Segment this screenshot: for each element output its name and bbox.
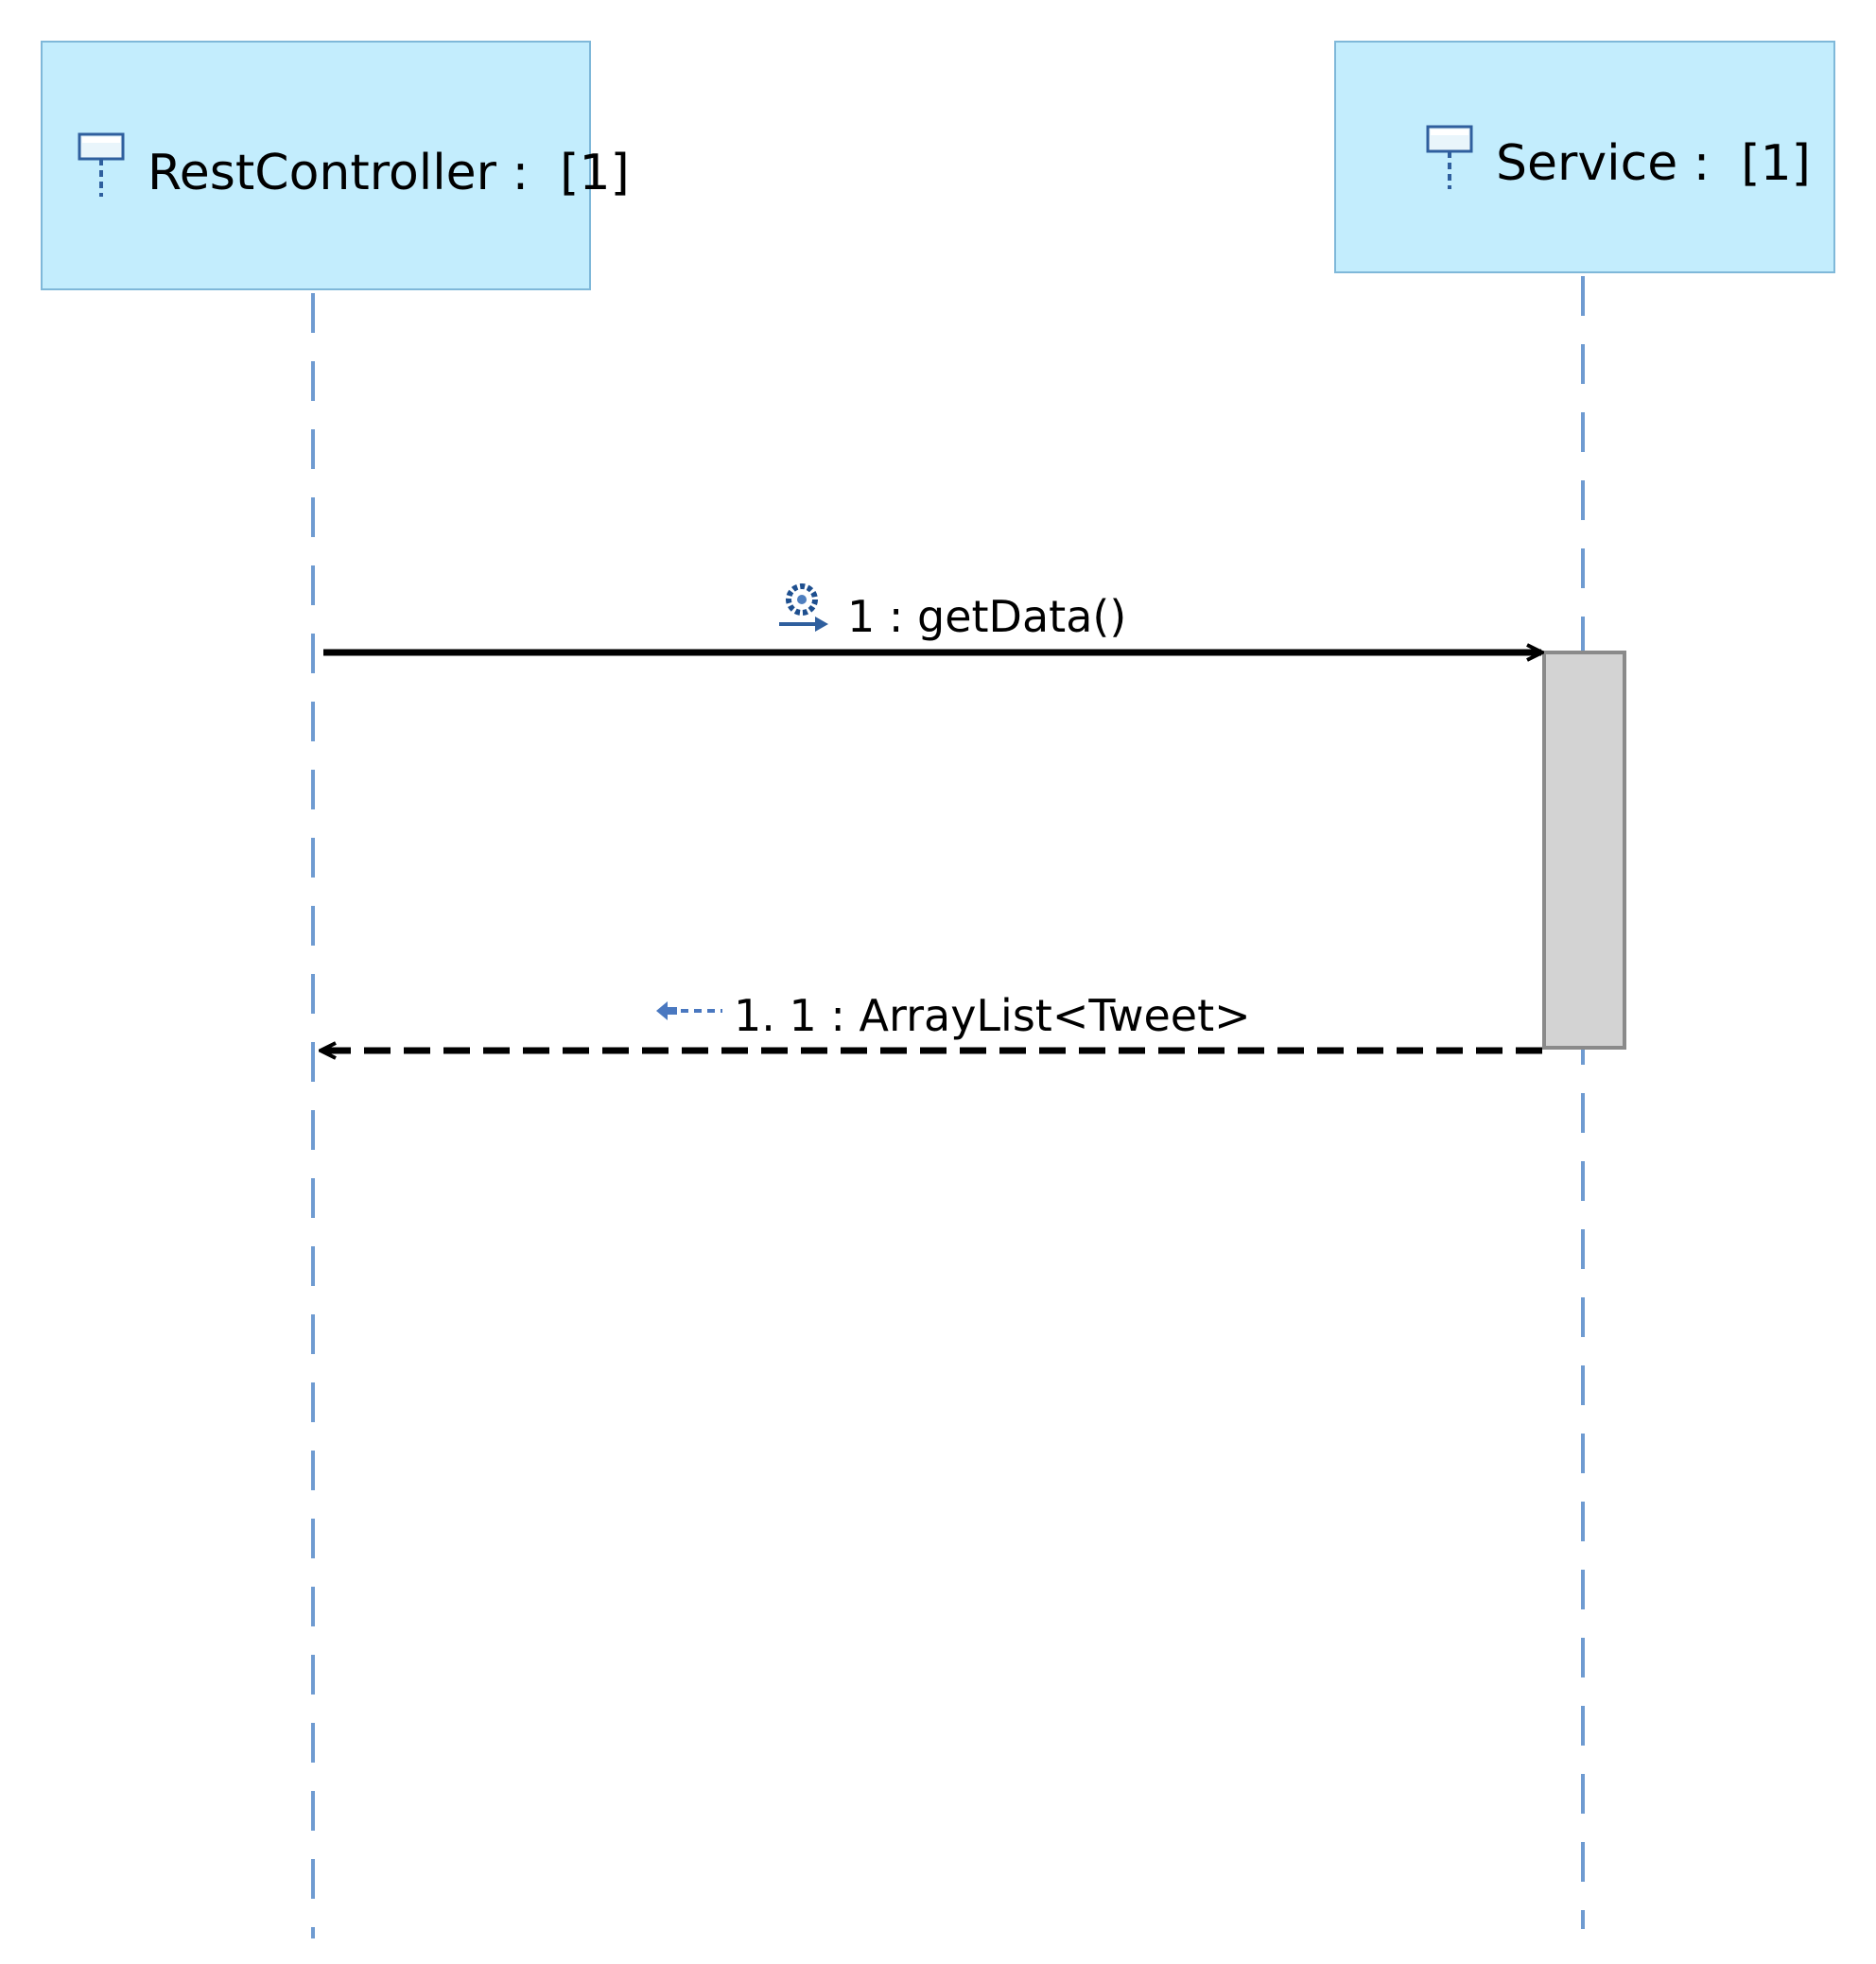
message-label-reply: 1. 1 : ArrayList<Tweet> [734,990,1251,1041]
lifeline-icon [78,132,125,197]
message-getdata[interactable]: 1 : getData() [323,583,1541,652]
lifeline-restcontroller[interactable]: RestController : [1] [41,41,630,1938]
lifeline-label-service: Service : [1] [1496,135,1811,192]
reply-icon [656,1001,722,1020]
message-label-getdata: 1 : getData() [847,591,1126,642]
activation-bar-service[interactable] [1542,651,1626,1050]
operation-call-icon [779,583,828,632]
lifeline-service[interactable]: Service : [1] [1334,41,1835,1929]
lifeline-icon [1426,125,1473,189]
lifeline-label-restcontroller: RestController : [1] [148,145,630,201]
message-reply-arraylist[interactable]: 1. 1 : ArrayList<Tweet> [321,990,1542,1051]
lifeline-head-service[interactable] [1334,41,1835,273]
lifeline-head-restcontroller[interactable] [41,41,591,290]
